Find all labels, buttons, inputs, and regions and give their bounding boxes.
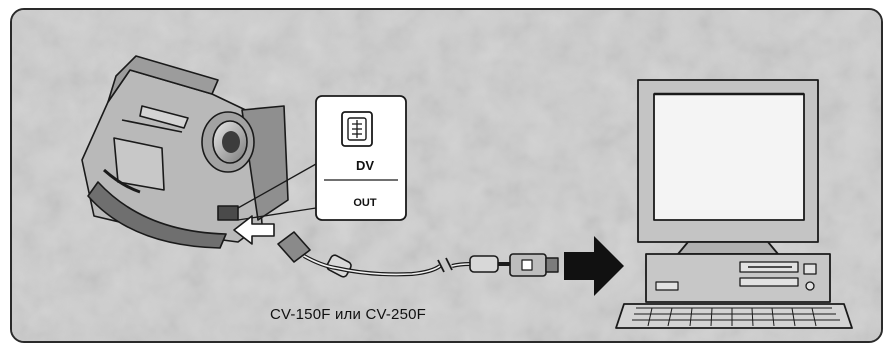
monitor-screen bbox=[654, 94, 804, 220]
computer bbox=[616, 80, 852, 328]
port-label-out: OUT bbox=[341, 197, 389, 209]
port-label-dv: DV bbox=[345, 158, 385, 173]
diagram-frame: DV OUT CV-150F или CV-250F bbox=[10, 8, 883, 343]
cable-caption: CV-150F или CV-250F bbox=[270, 306, 426, 323]
connection-diagram bbox=[12, 10, 881, 341]
